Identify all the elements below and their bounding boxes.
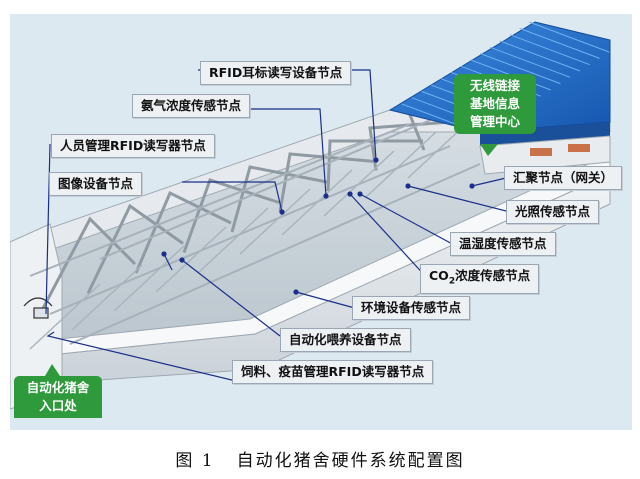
label-rfid-ear-tag-node: RFID耳标读写设备节点 bbox=[200, 61, 351, 85]
figure-caption: 图 1 自动化猪舍硬件系统配置图 bbox=[0, 446, 640, 471]
label-co2-sensor-node: CO2浓度传感节点 bbox=[420, 264, 539, 294]
entrance-line1: 自动化猪舍 bbox=[18, 379, 98, 397]
window bbox=[568, 144, 590, 152]
info-center-box: 无线链接 基地信息 管理中心 bbox=[454, 74, 536, 134]
figure-number: 图 1 bbox=[175, 451, 214, 471]
label-light-sensor-node: 光照传感节点 bbox=[506, 200, 599, 224]
label-auto-feeding-node: 自动化喂养设备节点 bbox=[280, 328, 411, 352]
info-center-line2: 基地信息 bbox=[458, 95, 532, 113]
figure-title: 自动化猪舍硬件系统配置图 bbox=[237, 451, 465, 471]
label-personnel-rfid-node: 人员管理RFID读写器节点 bbox=[51, 134, 215, 158]
label-image-device-node: 图像设备节点 bbox=[49, 172, 142, 196]
entrance-line2: 入口处 bbox=[18, 397, 98, 415]
label-environment-device-node: 环境设备传感节点 bbox=[352, 296, 470, 320]
hardware-configuration-diagram: RFID耳标读写设备节点 氨气浓度传感节点 人员管理RFID读写器节点 图像设备… bbox=[10, 14, 632, 430]
window bbox=[530, 148, 552, 156]
co2-suffix: 浓度传感节点 bbox=[455, 268, 530, 283]
info-center-line3: 管理中心 bbox=[458, 113, 532, 131]
info-center-line1: 无线链接 bbox=[458, 77, 532, 95]
label-feed-vaccine-rfid-node: 饲料、疫苗管理RFID读写器节点 bbox=[232, 360, 433, 384]
co2-prefix: CO bbox=[429, 268, 449, 283]
label-ammonia-sensor-node: 氨气浓度传感节点 bbox=[132, 94, 250, 118]
label-temp-humidity-node: 温湿度传感节点 bbox=[450, 232, 556, 256]
entrance-box: 自动化猪舍 入口处 bbox=[14, 376, 102, 418]
device-node bbox=[161, 251, 166, 256]
label-gateway-node: 汇聚节点（网关） bbox=[504, 166, 622, 190]
